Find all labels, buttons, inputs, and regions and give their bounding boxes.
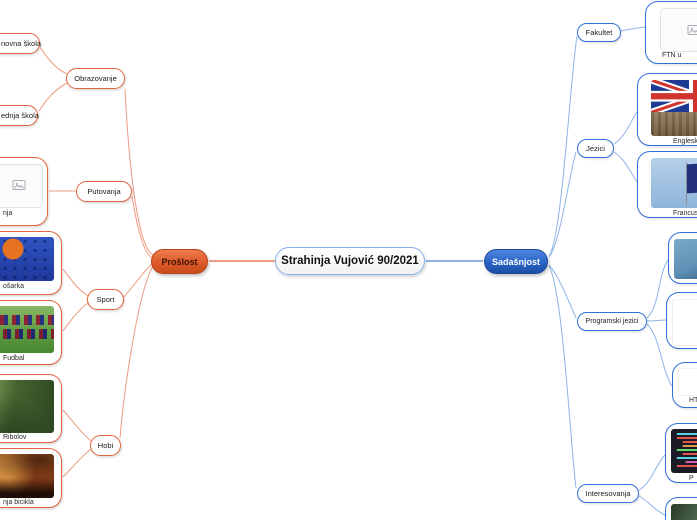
topic-putovanja-label: Putovanja: [87, 187, 121, 196]
right-branch-links: [426, 26, 673, 516]
topic-putovanja[interactable]: Putovanja: [76, 181, 132, 202]
leaf-caption: Francuski: [673, 210, 697, 217]
topic-fakultet-label: Fakultet: [585, 28, 613, 37]
westminster-building: [651, 112, 697, 136]
leaf-prog-jezik-2-image-node[interactable]: [666, 292, 697, 349]
leaf-caption: Fudbal: [3, 355, 25, 362]
leaf-caption: FTN u: [662, 52, 682, 59]
topic-jezici-label: Jezici: [586, 144, 605, 153]
programming-language-logo-image: [678, 368, 697, 396]
leaf-caption: ošarka: [3, 283, 25, 290]
leaf-caption: nja bicikla: [3, 499, 34, 506]
topic-obrazovanje[interactable]: Obrazovanje: [66, 68, 125, 89]
cycling-sunset-image: [0, 454, 54, 498]
topic-interesovanja[interactable]: Interesovanja: [577, 484, 639, 503]
branch-sadasnjost-label: Sadašnjost: [491, 256, 540, 267]
flag-pole: [686, 162, 688, 205]
leaf-caption: Engleski j: [673, 138, 697, 145]
leaf-engleski-image-node[interactable]: Engleski j: [637, 73, 697, 146]
leaf-caption: P: [689, 475, 694, 482]
leaf-kosarka-image-node[interactable]: ošarka: [0, 231, 62, 295]
leaf-prog-jezik-1-image-node[interactable]: [668, 232, 697, 284]
french-flag: [687, 161, 697, 194]
leaf-osnovna-skola-label: novna škola: [1, 39, 42, 48]
leaf-putovanja-image-node[interactable]: nja: [0, 157, 48, 226]
leaf-caption: Ribolov: [3, 434, 27, 441]
broken-image-placeholder: [0, 164, 43, 208]
topic-interesovanja-label: Interesovanja: [585, 489, 631, 498]
central-topic-label: Strahinja Vujović 90/2021: [281, 255, 419, 267]
image-placeholder-icon: [12, 179, 26, 191]
leaf-srednja-skola-label: ednja škola: [1, 111, 39, 120]
topic-sport[interactable]: Sport: [87, 289, 124, 310]
nature-image: [671, 504, 697, 520]
leaf-osnovna-skola[interactable]: novna škola: [0, 33, 42, 54]
leaf-ftn-image-node[interactable]: FTN u: [645, 1, 697, 64]
leaf-ribolov-image-node[interactable]: Ribolov: [0, 374, 62, 443]
branch-proslost-node[interactable]: Prošlost: [151, 249, 208, 274]
football-team-image: [0, 306, 54, 353]
central-topic-node[interactable]: Strahinja Vujović 90/2021: [275, 247, 425, 275]
leaf-francuski-image-node[interactable]: Francuski: [637, 151, 697, 218]
uk-flag-image: [651, 80, 697, 136]
programming-language-logo-image: [674, 239, 697, 279]
leaf-caption: nja: [3, 210, 13, 217]
french-flag-image: [651, 158, 697, 208]
branch-sadasnjost-node[interactable]: Sadašnjost: [484, 249, 548, 274]
fishing-image: [0, 380, 54, 433]
leaf-fudbal-image-node[interactable]: Fudbal: [0, 300, 62, 365]
topic-obrazovanje-label: Obrazovanje: [74, 74, 117, 83]
code-lines: [671, 429, 697, 473]
leaf-html-image-node[interactable]: HT: [672, 362, 697, 408]
topic-sport-label: Sport: [96, 295, 115, 304]
branch-proslost-label: Prošlost: [161, 256, 198, 267]
leaf-biciklizam-image-node[interactable]: nja bicikla: [0, 448, 62, 508]
topic-programski-jezici-label: Programski jezici: [585, 318, 639, 325]
topic-hobi[interactable]: Hobi: [90, 435, 121, 456]
left-branch-links: [38, 46, 276, 478]
topic-hobi-label: Hobi: [97, 441, 114, 450]
leaf-caption: HT: [689, 397, 697, 404]
code-editor-image: [671, 429, 697, 473]
topic-jezici[interactable]: Jezici: [577, 139, 614, 158]
leaf-srednja-skola[interactable]: ednja škola: [0, 105, 39, 126]
leaf-programiranje-image-node[interactable]: P: [665, 423, 697, 483]
image-placeholder-icon: [687, 24, 697, 36]
topic-programski-jezici[interactable]: Programski jezici: [577, 312, 647, 331]
topic-fakultet[interactable]: Fakultet: [577, 23, 621, 42]
union-jack: [651, 80, 697, 113]
leaf-interesovanje-2-image-node[interactable]: [665, 497, 697, 520]
programming-language-logo-image: [672, 299, 697, 346]
basketball-image: [0, 237, 54, 281]
broken-image-placeholder: [660, 8, 697, 52]
